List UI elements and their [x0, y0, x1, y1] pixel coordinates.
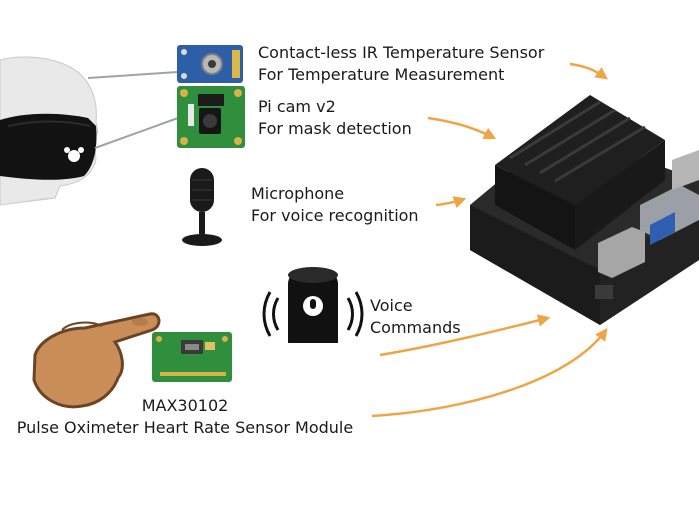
pointing-hand-icon: [32, 312, 161, 409]
label-picam-line1: Pi cam v2: [258, 97, 336, 116]
arrow-cam-to-jetson: [427, 116, 497, 140]
arrow-voice-to-jetson: [379, 314, 551, 357]
arrow-ir-to-jetson: [569, 62, 609, 80]
label-oximeter-line1: MAX30102: [141, 396, 229, 415]
label-oximeter: MAX30102 Pulse Oximeter Heart Rate Senso…: [10, 395, 360, 439]
microphone-icon: [182, 168, 222, 246]
arrow-oximeter-to-jetson: [371, 327, 608, 418]
label-picam: Pi cam v2 For mask detection: [258, 96, 412, 140]
label-oximeter-line2: Pulse Oximeter Heart Rate Sensor Module: [16, 418, 354, 437]
label-microphone-line1: Microphone: [251, 184, 345, 203]
label-ir-sensor-line2: For Temperature Measurement: [258, 65, 505, 84]
label-ir-sensor: Contact-less IR Temperature Sensor For T…: [258, 42, 544, 86]
label-voice-commands-line1: Voice: [370, 296, 413, 315]
label-microphone-line2: For voice recognition: [251, 206, 419, 225]
smart-speaker-icon: [262, 267, 364, 357]
connector-line-cam: [94, 117, 179, 149]
ir-sensor-board-icon: [177, 45, 243, 83]
label-voice-commands-line2: Commands: [370, 318, 461, 337]
max30102-board-icon: [152, 332, 232, 382]
label-ir-sensor-line1: Contact-less IR Temperature Sensor: [258, 43, 545, 62]
label-microphone: Microphone For voice recognition: [251, 183, 419, 227]
pi-camera-board-icon: [177, 86, 245, 148]
label-voice-commands: Voice Commands: [370, 295, 461, 339]
head-with-mask-icon: [0, 56, 99, 206]
label-picam-line2: For mask detection: [258, 119, 412, 138]
jetson-nano-board-icon: [470, 95, 699, 325]
connector-line-ir: [87, 71, 179, 79]
arrow-mic-to-jetson: [435, 196, 467, 209]
